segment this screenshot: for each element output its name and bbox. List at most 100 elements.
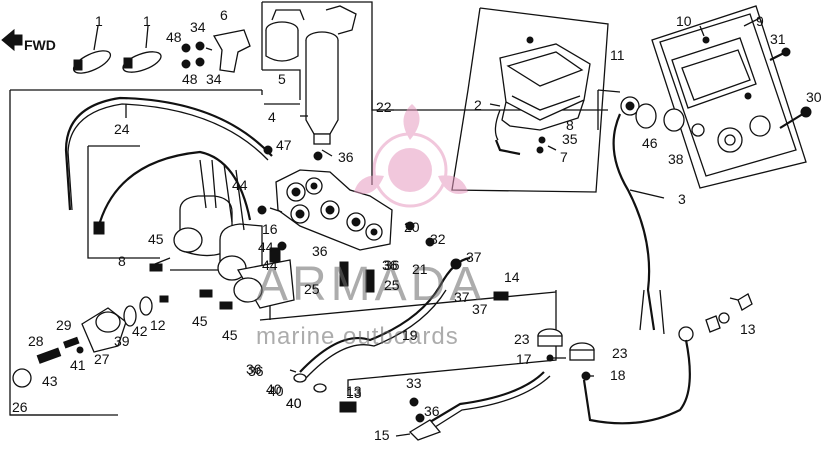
ecu-box-outline bbox=[451, 7, 609, 193]
part-label: 26 bbox=[12, 399, 28, 415]
part-label: 8 bbox=[118, 253, 126, 269]
vapor-separator-16 bbox=[269, 169, 393, 251]
part-label: 32 bbox=[430, 231, 446, 247]
part-label: 19 bbox=[402, 327, 418, 343]
part-label: 1 bbox=[95, 13, 103, 29]
part-label: 14 bbox=[504, 269, 520, 285]
watermark-brand: ARMADA bbox=[256, 258, 485, 311]
part-label: 31 bbox=[770, 31, 786, 47]
part-label: 24 bbox=[114, 121, 130, 137]
ignition-coils-8 bbox=[93, 150, 295, 309]
part-label: 43 bbox=[42, 373, 58, 389]
part-label: 11 bbox=[610, 47, 625, 63]
part-label: 48 bbox=[166, 29, 182, 45]
fuel-connector-13 bbox=[582, 293, 753, 425]
fuel-hose-24 bbox=[64, 96, 273, 211]
part-label: 27 bbox=[94, 351, 110, 367]
part-label: 12 bbox=[150, 317, 166, 333]
part-label: 36 bbox=[338, 149, 354, 165]
hose-clamp-1a bbox=[72, 50, 112, 74]
part-label: 16 bbox=[262, 221, 278, 237]
fwd-label: FWD bbox=[24, 37, 56, 53]
fuel-filter-5 bbox=[265, 9, 305, 62]
part-label: 30 bbox=[806, 89, 822, 105]
screw-30 bbox=[779, 106, 812, 129]
watermark-logo bbox=[354, 104, 468, 208]
part-label: 25 bbox=[304, 281, 320, 297]
part-label: 40 bbox=[286, 395, 302, 411]
part-label: 23 bbox=[612, 345, 628, 361]
part-label: 25 bbox=[384, 277, 400, 293]
part-label: 44 bbox=[258, 239, 274, 255]
part-label: 4 bbox=[268, 109, 276, 125]
part-label: 3 bbox=[678, 191, 686, 207]
fuel-hose-15 bbox=[419, 371, 545, 429]
part-label: 44 bbox=[232, 177, 248, 193]
part-label: 36 bbox=[312, 243, 328, 259]
part-label: 39 bbox=[114, 333, 130, 349]
part-label: 15 bbox=[374, 427, 390, 443]
part-label: 34 bbox=[206, 71, 222, 87]
part-labels: 1 1 48 34 6 48 34 5 4 22 24 47 36 11 10 … bbox=[12, 7, 822, 443]
part-label: 13 bbox=[346, 383, 362, 399]
part-label: 44 bbox=[262, 257, 278, 273]
screw-48-34 bbox=[181, 41, 213, 69]
part-label: 45 bbox=[192, 313, 208, 329]
fuel-filter-4 bbox=[300, 5, 357, 145]
part-label: 40 bbox=[286, 395, 302, 411]
part-label: 46 bbox=[642, 135, 658, 151]
part-label: 20 bbox=[404, 219, 420, 235]
fuel-hose-19 bbox=[299, 256, 471, 373]
part-label: 7 bbox=[560, 149, 568, 165]
bracket-6 bbox=[212, 29, 251, 73]
part-label: 36 bbox=[384, 257, 400, 273]
panel-box-outline bbox=[651, 5, 807, 189]
part-label: 13 bbox=[740, 321, 756, 337]
filter-box-outline bbox=[261, 1, 373, 185]
part-label: 29 bbox=[56, 317, 72, 333]
part-label: 8 bbox=[566, 117, 574, 133]
fitting-23 bbox=[537, 328, 595, 381]
part-label: 37 bbox=[472, 301, 488, 317]
part-label: 36 bbox=[424, 403, 440, 419]
part-label: 36 bbox=[248, 363, 264, 379]
fwd-arrow: FWD bbox=[1, 28, 56, 53]
part-label: 34 bbox=[190, 19, 206, 35]
part-label: 47 bbox=[276, 137, 292, 153]
part-label: 45 bbox=[148, 231, 164, 247]
screw-31 bbox=[769, 47, 791, 61]
part-label: 37 bbox=[454, 289, 470, 305]
pump-27 bbox=[81, 296, 153, 353]
part-label: 18 bbox=[610, 367, 626, 383]
part-label: 41 bbox=[70, 357, 86, 373]
part-label: 21 bbox=[412, 261, 428, 277]
part-label: 36 bbox=[246, 361, 262, 377]
part-label: 35 bbox=[562, 131, 578, 147]
part-label: 33 bbox=[406, 375, 422, 391]
part-label: 5 bbox=[278, 71, 286, 87]
leader-lines bbox=[149, 103, 739, 437]
part-label: 9 bbox=[756, 13, 764, 29]
part-label: 1 bbox=[143, 13, 151, 29]
part-label: 38 bbox=[668, 151, 684, 167]
part-label: 23 bbox=[514, 331, 530, 347]
part-label: 22 bbox=[376, 99, 392, 115]
part-label: 13 bbox=[346, 385, 362, 401]
part-label: 37 bbox=[466, 249, 482, 265]
part-label: 28 bbox=[28, 333, 44, 349]
part-label: 17 bbox=[516, 351, 532, 367]
part-label: 36 bbox=[382, 257, 398, 273]
part-label: 10 bbox=[676, 13, 692, 29]
part-label: 6 bbox=[220, 7, 228, 23]
part-label: 42 bbox=[132, 323, 148, 339]
cap-26 bbox=[12, 368, 32, 388]
part-label: 2 bbox=[474, 97, 482, 113]
ecu-11 bbox=[494, 36, 591, 156]
part-label: 45 bbox=[222, 327, 238, 343]
watermark-tagline: marine outboards bbox=[256, 323, 459, 350]
part-label: 40 bbox=[268, 383, 284, 399]
part-label: 48 bbox=[182, 71, 198, 87]
part-label: 40 bbox=[266, 381, 282, 397]
hose-clamp-1b bbox=[122, 51, 162, 73]
